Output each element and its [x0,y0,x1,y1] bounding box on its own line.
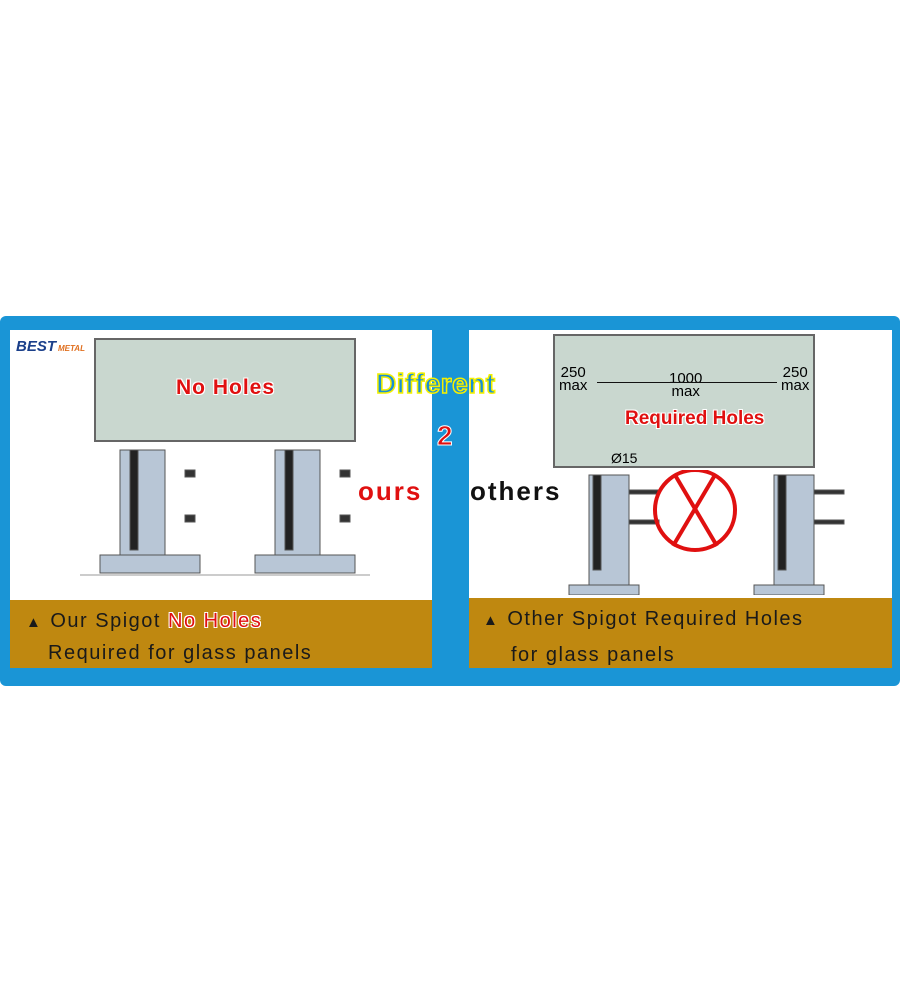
spigot-icon [254,449,356,574]
glass-label: Required Holes [625,408,765,429]
caption-band: ▲Other Spigot Required Holes for glass p… [469,598,892,668]
different-heading: Different [375,367,496,400]
dimension-line [597,382,777,383]
spigot-drawings [568,470,845,595]
hole-diameter: Ø15 [611,450,638,466]
spigot-icon [99,449,201,574]
spigot-icon [568,474,660,595]
triangle-icon: ▲ [483,612,500,629]
prohibited-icon [653,470,737,552]
triangle-icon: ▲ [26,614,43,631]
others-label: others [470,476,562,506]
spigot-icon [753,474,845,595]
difference-number: 2 [437,420,454,452]
spigot-drawings [80,449,370,576]
caption-band: ▲Our Spigot No Holes Required for glass … [10,600,432,668]
glass-panel: No Holes [94,338,356,442]
ours-label: ours [358,476,423,506]
glass-label: No Holes [176,376,276,399]
